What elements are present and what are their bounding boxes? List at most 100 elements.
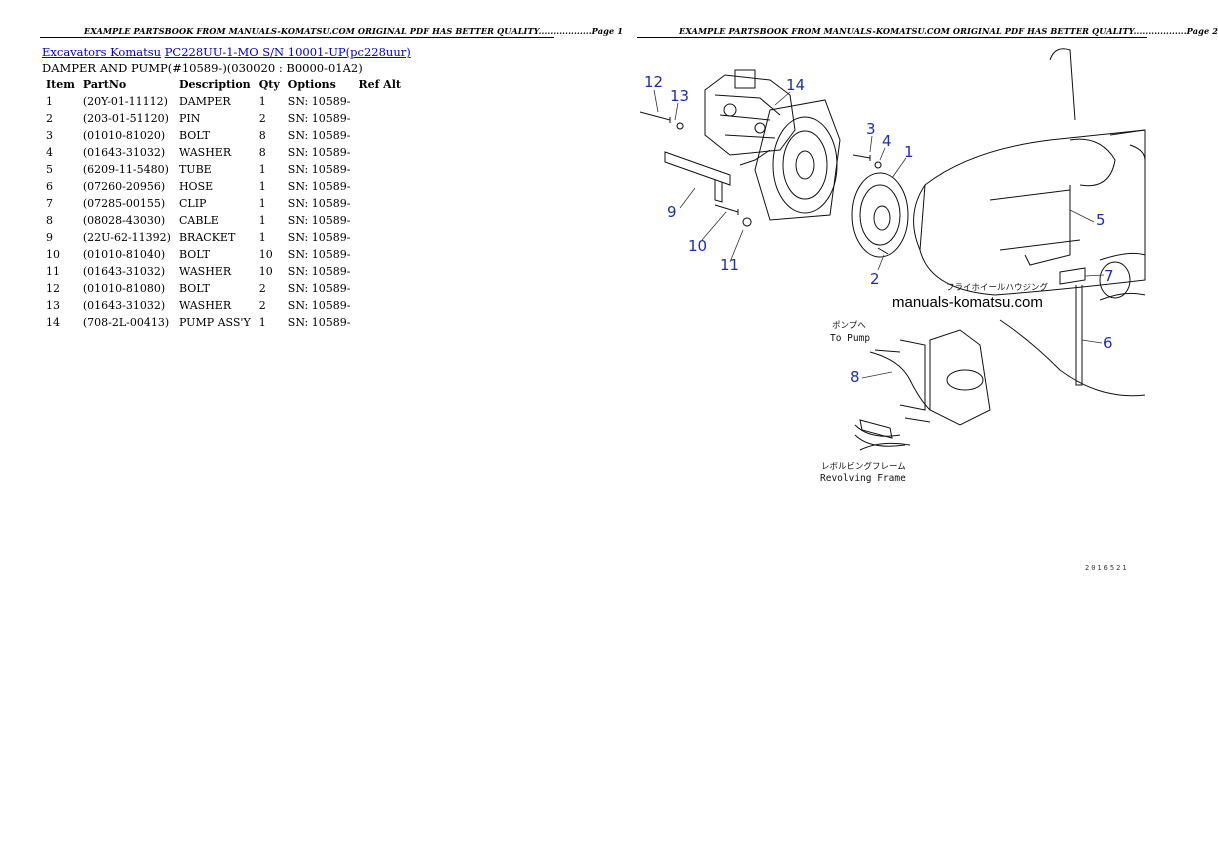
cable-drawing — [869, 351, 931, 411]
damper-disc-drawing — [851, 172, 909, 258]
cell-qty: 10 — [258, 265, 273, 278]
cell-item: 7 — [46, 197, 53, 210]
cell-qty: 8 — [258, 129, 266, 142]
col-header-refalt: Ref Alt — [358, 78, 401, 91]
cell-description: BOLT — [178, 129, 211, 142]
section-title: DAMPER AND PUMP(#10589-)(030020 : B0000-… — [42, 61, 363, 75]
cell-options: SN: 10589- — [287, 282, 351, 295]
cell-qty: 1 — [258, 95, 266, 108]
cell-description: BRACKET — [178, 231, 236, 244]
cell-refalt — [354, 263, 405, 280]
cell-item: 13 — [46, 299, 60, 312]
drawing-code: 2016521 — [1085, 564, 1129, 572]
callout-6: 6 — [1103, 334, 1113, 352]
callout-labels: 12 13 14 3 4 1 9 10 11 2 5 7 6 8 — [644, 73, 1114, 386]
cell-item: 12 — [46, 282, 60, 295]
cell-options: SN: 10589- — [287, 180, 351, 193]
cell-refalt — [354, 110, 405, 127]
tube-drawing — [1024, 185, 1071, 266]
exploded-parts-diagram: 12 13 14 3 4 1 9 10 11 2 5 7 6 8 フライホイール… — [639, 48, 1146, 572]
callout-2: 2 — [870, 270, 880, 288]
page-header-right: EXAMPLE PARTSBOOK FROM MANUALS-KOMATSU.C… — [679, 26, 1218, 36]
cell-item: 1 — [46, 95, 53, 108]
bolt-12-drawing — [639, 111, 684, 130]
cell-item: 2 — [46, 112, 53, 125]
cell-partno: (01643-31032) — [82, 265, 166, 278]
callout-14: 14 — [786, 76, 805, 94]
cell-description: WASHER — [178, 265, 232, 278]
pump-assembly-drawing — [704, 69, 841, 221]
cell-qty: 2 — [258, 112, 266, 125]
cell-partno: (203-01-51120) — [82, 112, 169, 125]
cell-options: SN: 10589- — [287, 146, 351, 159]
header-divider-right — [637, 37, 1147, 38]
to-pump-label-jp: ポンプへ — [832, 321, 866, 331]
to-pump-label-en: To Pump — [830, 333, 870, 344]
cell-options: SN: 10589- — [287, 163, 351, 176]
cell-item: 4 — [46, 146, 53, 159]
bracket-drawing — [664, 151, 731, 203]
cell-options: SN: 10589- — [287, 129, 351, 142]
hose-drawing — [1075, 285, 1083, 386]
parts-table: Item PartNo Description Qty Options Ref … — [42, 76, 405, 331]
cell-refalt — [354, 297, 405, 314]
breadcrumb-link-model[interactable]: PC228UU-1-MO S/N 10001-UP(pc228uur) — [164, 45, 411, 59]
col-header-options: Options — [287, 78, 336, 91]
breadcrumb: Excavators Komatsu PC228UU-1-MO S/N 1000… — [42, 45, 411, 59]
table-row: 12 (01010-81080) BOLT 2 SN: 10589- — [42, 280, 405, 297]
cell-options: SN: 10589- — [287, 231, 351, 244]
cell-refalt — [354, 127, 405, 144]
revolving-frame-drawing — [854, 319, 1146, 451]
col-header-partno: PartNo — [82, 78, 127, 91]
cell-refalt — [354, 229, 405, 246]
cell-partno: (22U-62-11392) — [82, 231, 171, 244]
callout-10: 10 — [688, 237, 707, 255]
watermark-text: manuals-komatsu.com — [892, 294, 1043, 311]
cell-qty: 2 — [258, 282, 266, 295]
leader-lines — [653, 89, 1105, 379]
callout-13: 13 — [670, 87, 689, 105]
breadcrumb-link-excavators[interactable]: Excavators Komatsu — [42, 45, 162, 59]
cell-description: WASHER — [178, 146, 232, 159]
cell-description: CABLE — [178, 214, 219, 227]
callout-12: 12 — [644, 73, 663, 91]
callout-1: 1 — [904, 143, 914, 161]
revolving-frame-label-en: Revolving Frame — [820, 473, 906, 484]
cell-partno: (01010-81040) — [82, 248, 166, 261]
callout-4: 4 — [882, 132, 892, 150]
page-header-left: EXAMPLE PARTSBOOK FROM MANUALS-KOMATSU.C… — [84, 26, 623, 36]
cell-refalt — [354, 212, 405, 229]
cell-item: 8 — [46, 214, 53, 227]
callout-5: 5 — [1096, 211, 1106, 229]
cell-description: TUBE — [178, 163, 212, 176]
cell-description: CLIP — [178, 197, 207, 210]
cell-partno: (01010-81020) — [82, 129, 166, 142]
cell-partno: (01010-81080) — [82, 282, 166, 295]
cell-refalt — [354, 178, 405, 195]
col-header-description: Description — [178, 78, 251, 91]
cell-qty: 1 — [258, 197, 266, 210]
cell-partno: (08028-43030) — [82, 214, 166, 227]
cell-item: 14 — [46, 316, 60, 329]
cell-qty: 2 — [258, 299, 266, 312]
cell-refalt — [354, 246, 405, 263]
cell-description: BOLT — [178, 282, 211, 295]
cell-options: SN: 10589- — [287, 197, 351, 210]
cell-description: WASHER — [178, 299, 232, 312]
flywheel-housing-label-jp: フライホイールハウジング — [946, 282, 1049, 293]
cell-qty: 1 — [258, 163, 266, 176]
callout-8: 8 — [850, 368, 860, 386]
cell-qty: 1 — [258, 214, 266, 227]
cell-description: DAMPER — [178, 95, 231, 108]
cell-options: SN: 10589- — [287, 316, 351, 329]
cell-item: 3 — [46, 129, 53, 142]
callout-11: 11 — [720, 256, 739, 274]
